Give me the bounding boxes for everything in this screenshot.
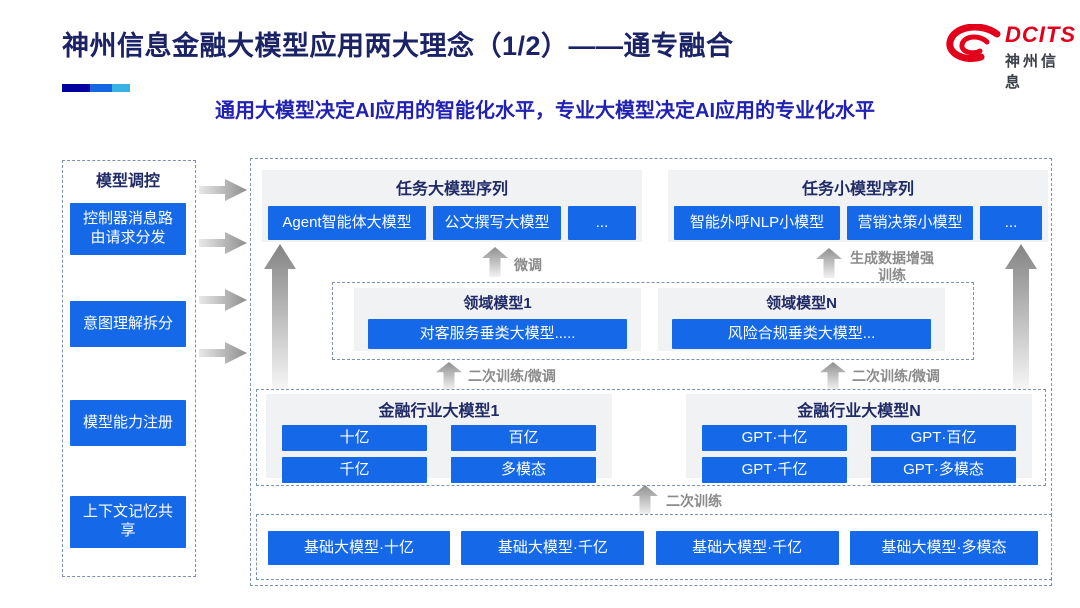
model-chip-base-multimodal: 基础大模型·多模态: [849, 531, 1038, 565]
group-title: 任务小模型序列: [801, 181, 914, 198]
group-title: 领域模型N: [766, 295, 837, 312]
model-chip-gpt-10b: GPT·百亿: [871, 425, 1016, 451]
model-chip-base-100b: 基础大模型·千亿: [461, 531, 645, 565]
sidebar-item-intent-split: 意图理解拆分: [70, 301, 186, 347]
industry-model-n-panel: 金融行业大模型N GPT·十亿 GPT·百亿 GPT·千亿 GPT·多模态: [686, 394, 1032, 483]
base-models-row: 基础大模型·十亿 基础大模型·千亿 基础大模型·千亿 基础大模型·多模态: [268, 531, 1038, 565]
subtitle: 通用大模型决定AI应用的智能化水平，专业大模型决定AI应用的专业化水平: [215, 100, 875, 122]
model-chip-multimodal: 多模态: [451, 457, 596, 483]
model-chip-more: ...: [568, 206, 636, 240]
model-chip-more: ...: [980, 206, 1042, 240]
logo: DCITS 神州信息: [943, 20, 1076, 91]
sidebar-item-context-memory: 上下文记忆共享: [70, 496, 186, 548]
group-title: 金融行业大模型N: [797, 403, 921, 420]
group-title: 任务大模型序列: [395, 181, 508, 198]
model-chip-gpt-1b: GPT·十亿: [702, 425, 847, 451]
up-arrow-icon: [632, 485, 658, 515]
tall-up-arrow-icon: [1005, 244, 1037, 390]
model-chip-customer-service: 对客服务垂类大模型.....: [368, 319, 627, 349]
up-arrow-icon: [482, 247, 508, 277]
up-arrow-icon: [820, 362, 846, 390]
title-accent-bar: [62, 84, 130, 92]
model-chip-100b: 千亿: [282, 457, 427, 483]
arrow-label-gen-augment: 生成数据增强 训练: [846, 250, 938, 284]
model-chip-1b: 十亿: [282, 425, 427, 451]
right-arrow-icon: [199, 179, 247, 201]
sidebar-item-capability-register: 模型能力注册: [70, 400, 186, 446]
model-chip-marketing-decision: 营销决策小模型: [847, 206, 973, 240]
right-arrow-icon: [199, 232, 247, 254]
model-chip-base-1b: 基础大模型·十亿: [268, 531, 450, 565]
arrow-label-line: 训练: [878, 267, 906, 283]
up-arrow-icon: [816, 248, 842, 278]
tall-up-arrow-icon: [264, 244, 296, 390]
arrow-label-line: 生成数据增强: [850, 250, 934, 266]
model-chip-document-writing: 公文撰写大模型: [433, 206, 561, 240]
task-large-model-panel: 任务大模型序列 Agent智能体大模型 公文撰写大模型 ...: [262, 170, 642, 242]
sidebar-item-controller-routing: 控制器消息路由请求分发: [70, 203, 186, 255]
arrow-label-retrain: 二次训练: [666, 493, 722, 509]
model-chip-gpt-100b: GPT·千亿: [702, 457, 847, 483]
dcits-swirl-icon: [946, 24, 1001, 62]
up-arrow-icon: [436, 362, 462, 390]
group-title: 领域模型1: [463, 295, 532, 312]
sidebar-title: 模型调控: [95, 173, 160, 190]
logo-brand-text: DCITS: [1005, 22, 1076, 47]
model-chip-outbound-nlp: 智能外呼NLP小模型: [674, 206, 840, 240]
accent-bar-segment: [112, 84, 130, 92]
page-title: 神州信息金融大模型应用两大理念（1/2）——通专融合: [62, 31, 734, 61]
industry-model-1-panel: 金融行业大模型1 十亿 百亿 千亿 多模态: [266, 394, 612, 483]
right-arrow-icon: [199, 289, 247, 311]
arrow-label-retrain-finetune: 二次训练/微调: [852, 368, 940, 384]
logo-brand-cn: 神州信息: [1005, 53, 1060, 91]
model-chip-gpt-multimodal: GPT·多模态: [871, 457, 1016, 483]
model-chip-agent: Agent智能体大模型: [268, 206, 426, 240]
domain-model-1-panel: 领域模型1 对客服务垂类大模型.....: [354, 288, 641, 351]
accent-bar-segment: [62, 84, 90, 92]
model-chip-base-100b: 基础大模型·千亿: [655, 531, 839, 565]
group-title: 金融行业大模型1: [378, 403, 500, 420]
arrow-label-retrain-finetune: 二次训练/微调: [468, 368, 556, 384]
task-small-model-panel: 任务小模型序列 智能外呼NLP小模型 营销决策小模型 ...: [668, 170, 1048, 242]
arrow-label-fine-tune: 微调: [514, 257, 542, 273]
domain-model-n-panel: 领域模型N 风险合规垂类大模型...: [658, 288, 945, 351]
model-chip-risk-compliance: 风险合规垂类大模型...: [672, 319, 931, 349]
right-arrow-icon: [199, 342, 247, 364]
accent-bar-segment: [90, 84, 112, 92]
model-chip-10b: 百亿: [451, 425, 596, 451]
